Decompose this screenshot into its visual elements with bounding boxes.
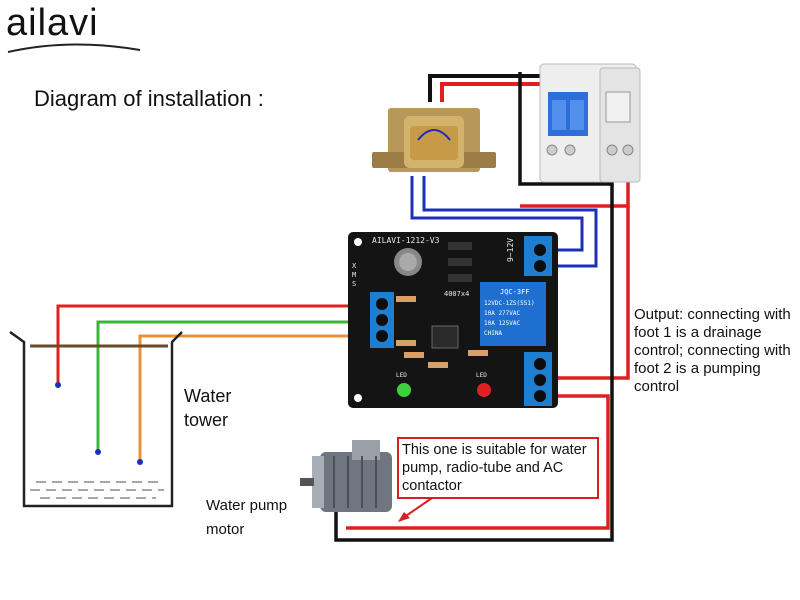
ic-chip [431,325,459,349]
wire-red-probe [56,304,374,384]
wire-red-relay-to-motor [346,394,610,530]
led-red [477,383,491,397]
diode-label: 4007x4 [444,290,470,298]
wire-red-to-output [552,206,630,380]
probe-labels: X M S [352,262,357,288]
diagram-title: Diagram of installation : [34,86,264,111]
water-tower-tank [9,330,183,508]
logo-swoosh [7,43,141,53]
suitability-note: This one is suitable for water pump, rad… [402,442,587,494]
transformer [372,108,496,172]
wire-orange-probe [138,334,374,462]
led-label-red: LED [476,372,487,379]
led-label-green: LED [396,372,407,379]
relay-origin: CHINA [484,330,503,337]
water-pump-motor-label: Water pump motor [206,497,288,538]
suitability-callout-box [397,437,599,499]
controller-board [348,232,558,408]
relay [480,282,546,346]
water-pump-motor [300,440,392,512]
wire-blue-1 [410,176,584,252]
callout-arrowhead [398,512,410,522]
relay-rating-2: 10A 277VAC [484,310,521,317]
led-green [397,383,411,397]
board-model-label: AILAVI-1212-V3 [372,236,440,245]
probe-tip-orange [137,459,143,465]
relay-rating-1: 12VDC-1ZS(551) [484,300,535,307]
output-note: Output: connecting with foot 1 is a drai… [634,306,791,395]
circuit-breaker [539,63,641,183]
probe-tip-green [95,449,101,455]
wire-blue-2 [422,176,598,268]
probe-tip-red [55,382,61,388]
wire-green-probe [96,320,374,452]
water-tower-label: Water tower [184,386,232,430]
brand-logo: ailavi [6,2,99,44]
relay-rating-3: 10A 125VAC [484,320,521,327]
relay-brand-label: JQC-3FF [500,288,530,296]
board-power-label: 9~12V [506,237,515,262]
